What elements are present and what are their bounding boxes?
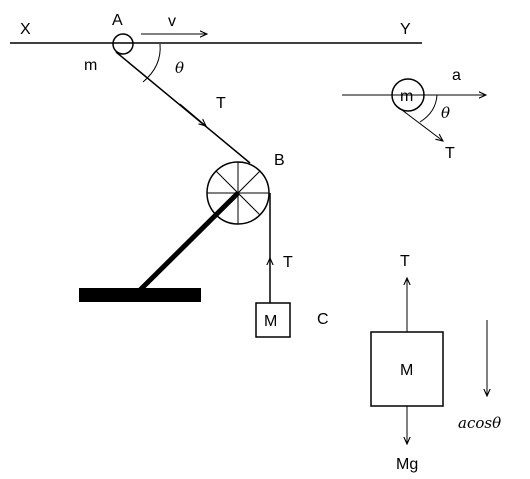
label-fbd-theta: θ: [441, 104, 450, 122]
label-t-rope: T: [216, 95, 226, 112]
label-fbd-a: a: [452, 67, 461, 84]
fbd-ring-circle: [391, 78, 425, 112]
label-v: v: [168, 13, 176, 30]
tension-arrow-rope: [179, 103, 206, 126]
fbd-theta-arc: [419, 94, 438, 123]
label-b: B: [274, 152, 285, 169]
support-arm: [138, 191, 240, 292]
label-a: A: [112, 12, 123, 29]
ground-base: [79, 288, 201, 302]
label-fbd-t-small: T: [445, 145, 455, 162]
label-theta-left: θ: [175, 59, 184, 77]
label-c: C: [317, 311, 329, 328]
block-m: [255, 302, 291, 338]
label-fbd-block-m: M: [400, 362, 413, 379]
label-t-vertical: T: [283, 254, 293, 271]
fbd-ring-tension: [397, 106, 443, 141]
label-y: Y: [400, 21, 411, 38]
ring-a: [112, 33, 134, 55]
label-x: X: [20, 21, 31, 38]
label-block-m: M: [264, 313, 277, 330]
label-fbd-mg: Mg: [396, 456, 418, 473]
rope-a-b: [115, 51, 251, 164]
label-fbd-m: m: [400, 88, 413, 105]
label-fbd-accel: acosθ: [458, 414, 501, 432]
label-m-left: m: [84, 57, 97, 74]
label-fbd-t-up: T: [400, 253, 410, 270]
theta-arc-left: [142, 43, 161, 83]
